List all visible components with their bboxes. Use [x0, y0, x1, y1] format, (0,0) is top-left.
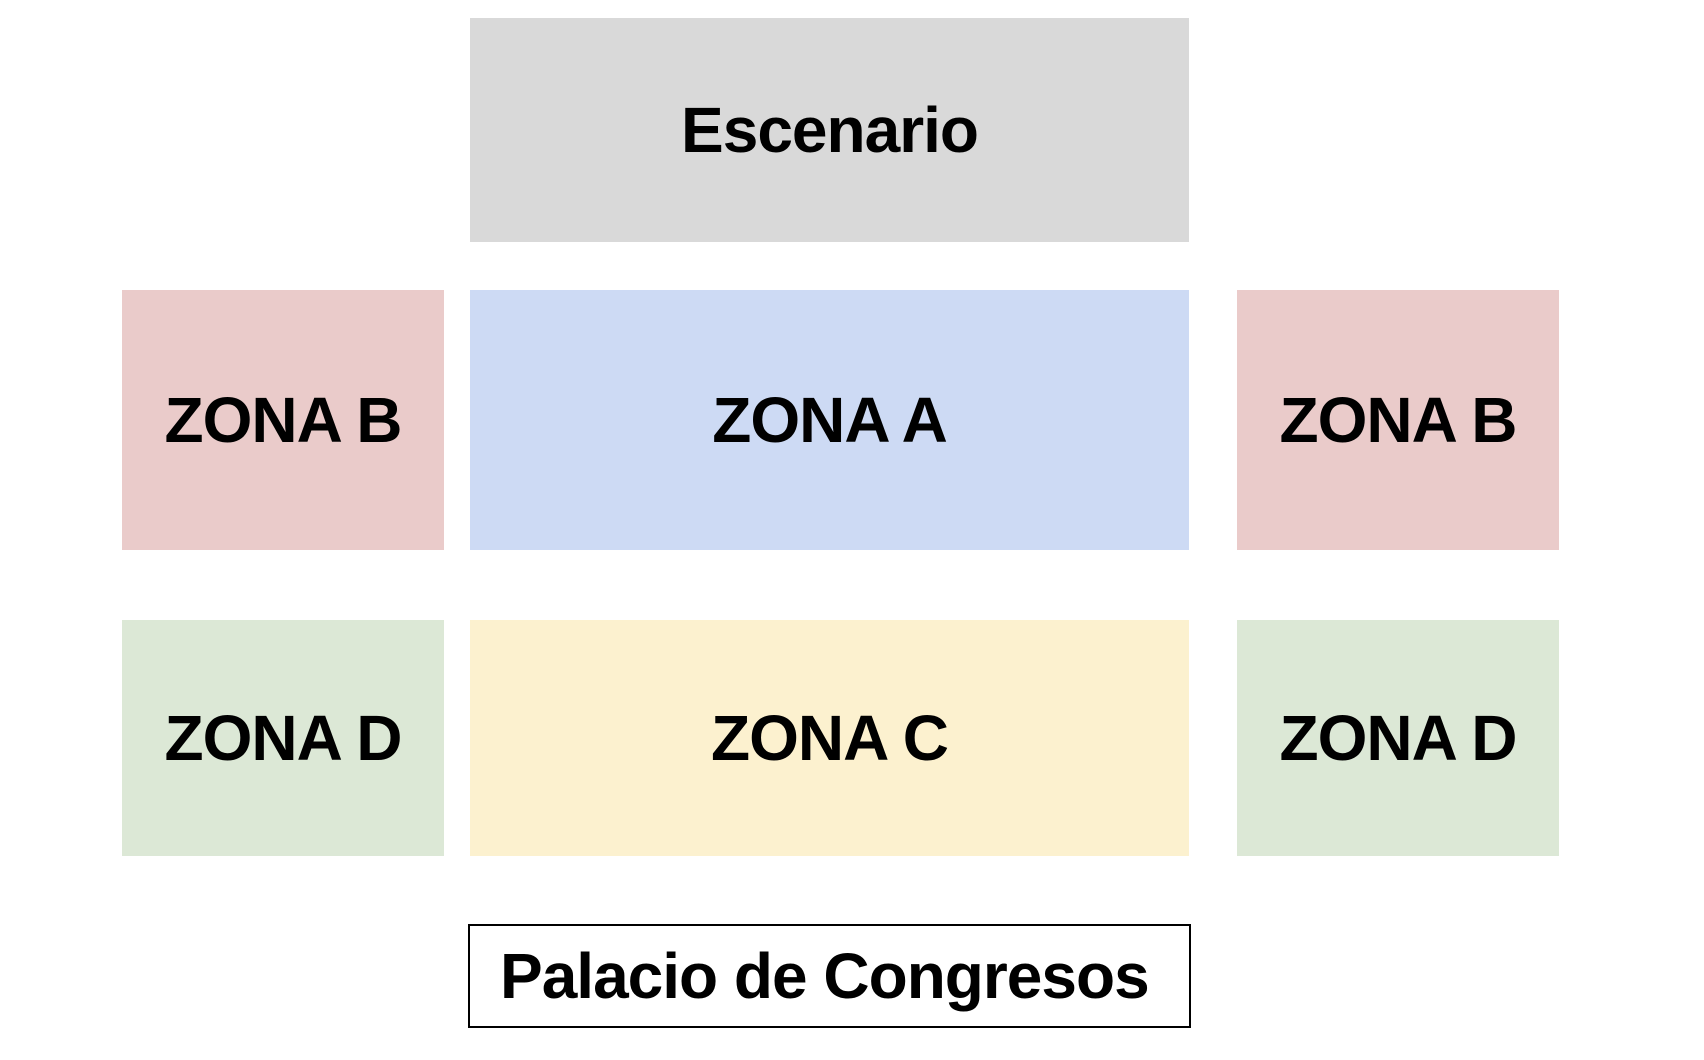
zone-b-left-label: ZONA B: [164, 384, 403, 456]
zone-c: ZONA C: [470, 620, 1189, 856]
zone-b-right-label: ZONA B: [1279, 384, 1518, 456]
venue-label-box: Palacio de Congresos: [468, 924, 1191, 1028]
zone-b-right: ZONA B: [1237, 290, 1559, 550]
zone-a: ZONA A: [470, 290, 1189, 550]
stage-label: Escenario: [681, 94, 979, 166]
zone-d-right: ZONA D: [1237, 620, 1559, 856]
venue-label: Palacio de Congresos: [500, 940, 1150, 1012]
zone-a-label: ZONA A: [712, 384, 948, 456]
zone-c-label: ZONA C: [711, 702, 949, 774]
zone-b-left: ZONA B: [122, 290, 444, 550]
zone-d-left: ZONA D: [122, 620, 444, 856]
stage-block: Escenario: [470, 18, 1189, 242]
zone-d-right-label: ZONA D: [1279, 702, 1518, 774]
zone-d-left-label: ZONA D: [164, 702, 403, 774]
